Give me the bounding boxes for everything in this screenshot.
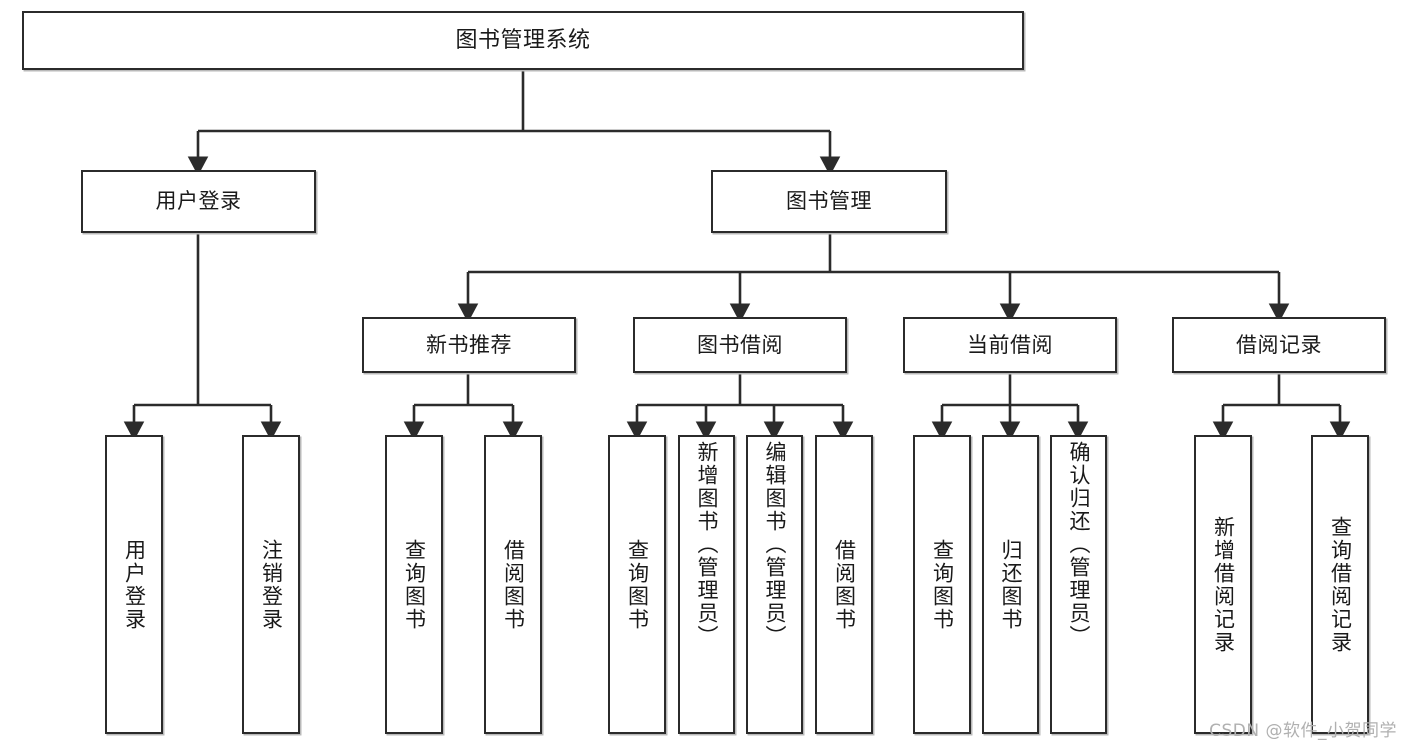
- node-label: 查询借阅记录: [1328, 515, 1353, 654]
- leaf-add-book[interactable]: 新增图书（管理员）: [678, 435, 735, 734]
- node-label: 借阅图书: [501, 538, 526, 631]
- node-label: 借阅记录: [1236, 332, 1322, 357]
- leaf-confirm-return[interactable]: 确认归还（管理员）: [1050, 435, 1107, 734]
- node-label: 图书管理: [786, 189, 872, 214]
- leaf-query-book-borrow[interactable]: 查询图书: [608, 435, 666, 734]
- leaf-add-borrow-record[interactable]: 新增借阅记录: [1194, 435, 1252, 734]
- node-label: 当前借阅: [967, 332, 1053, 357]
- node-label: 用户登录: [155, 189, 242, 214]
- node-label: 新增借阅记录: [1211, 515, 1236, 654]
- leaf-edit-book[interactable]: 编辑图书（管理员）: [746, 435, 803, 734]
- node-label: 查询图书: [402, 538, 427, 631]
- node-label: 查询图书: [930, 538, 955, 631]
- node-book-management[interactable]: 图书管理: [711, 170, 947, 233]
- leaf-borrow-book-recommend[interactable]: 借阅图书: [484, 435, 542, 734]
- node-label: 注销登录: [259, 538, 284, 631]
- node-label: 借阅图书: [832, 538, 857, 631]
- node-label: 查询图书: [625, 538, 650, 631]
- node-label: 归还图书: [999, 538, 1023, 631]
- leaf-user-login[interactable]: 用户登录: [105, 435, 163, 734]
- node-user-login[interactable]: 用户登录: [81, 170, 316, 233]
- node-label: 图书借阅: [697, 332, 783, 357]
- leaf-query-book-recommend[interactable]: 查询图书: [385, 435, 443, 734]
- node-label: 新增图书（管理员）: [695, 441, 719, 648]
- node-label: 确认归还（管理员）: [1067, 441, 1091, 648]
- node-book-borrow[interactable]: 图书借阅: [633, 317, 847, 373]
- node-borrow-record[interactable]: 借阅记录: [1172, 317, 1386, 373]
- node-label: 编辑图书（管理员）: [763, 441, 787, 648]
- node-root-system[interactable]: 图书管理系统: [22, 11, 1024, 70]
- node-label: 新书推荐: [426, 332, 512, 357]
- node-new-book-recommend[interactable]: 新书推荐: [362, 317, 576, 373]
- watermark-text: CSDN @软件_小贺同学: [1209, 721, 1397, 741]
- leaf-borrow-book-borrow[interactable]: 借阅图书: [815, 435, 873, 734]
- leaf-return-book[interactable]: 归还图书: [982, 435, 1039, 734]
- leaf-query-book-current[interactable]: 查询图书: [913, 435, 971, 734]
- node-label: 图书管理系统: [455, 27, 591, 53]
- node-current-borrow[interactable]: 当前借阅: [903, 317, 1117, 373]
- leaf-logout-login[interactable]: 注销登录: [242, 435, 300, 734]
- node-label: 用户登录: [122, 538, 147, 631]
- leaf-query-borrow-record[interactable]: 查询借阅记录: [1311, 435, 1369, 734]
